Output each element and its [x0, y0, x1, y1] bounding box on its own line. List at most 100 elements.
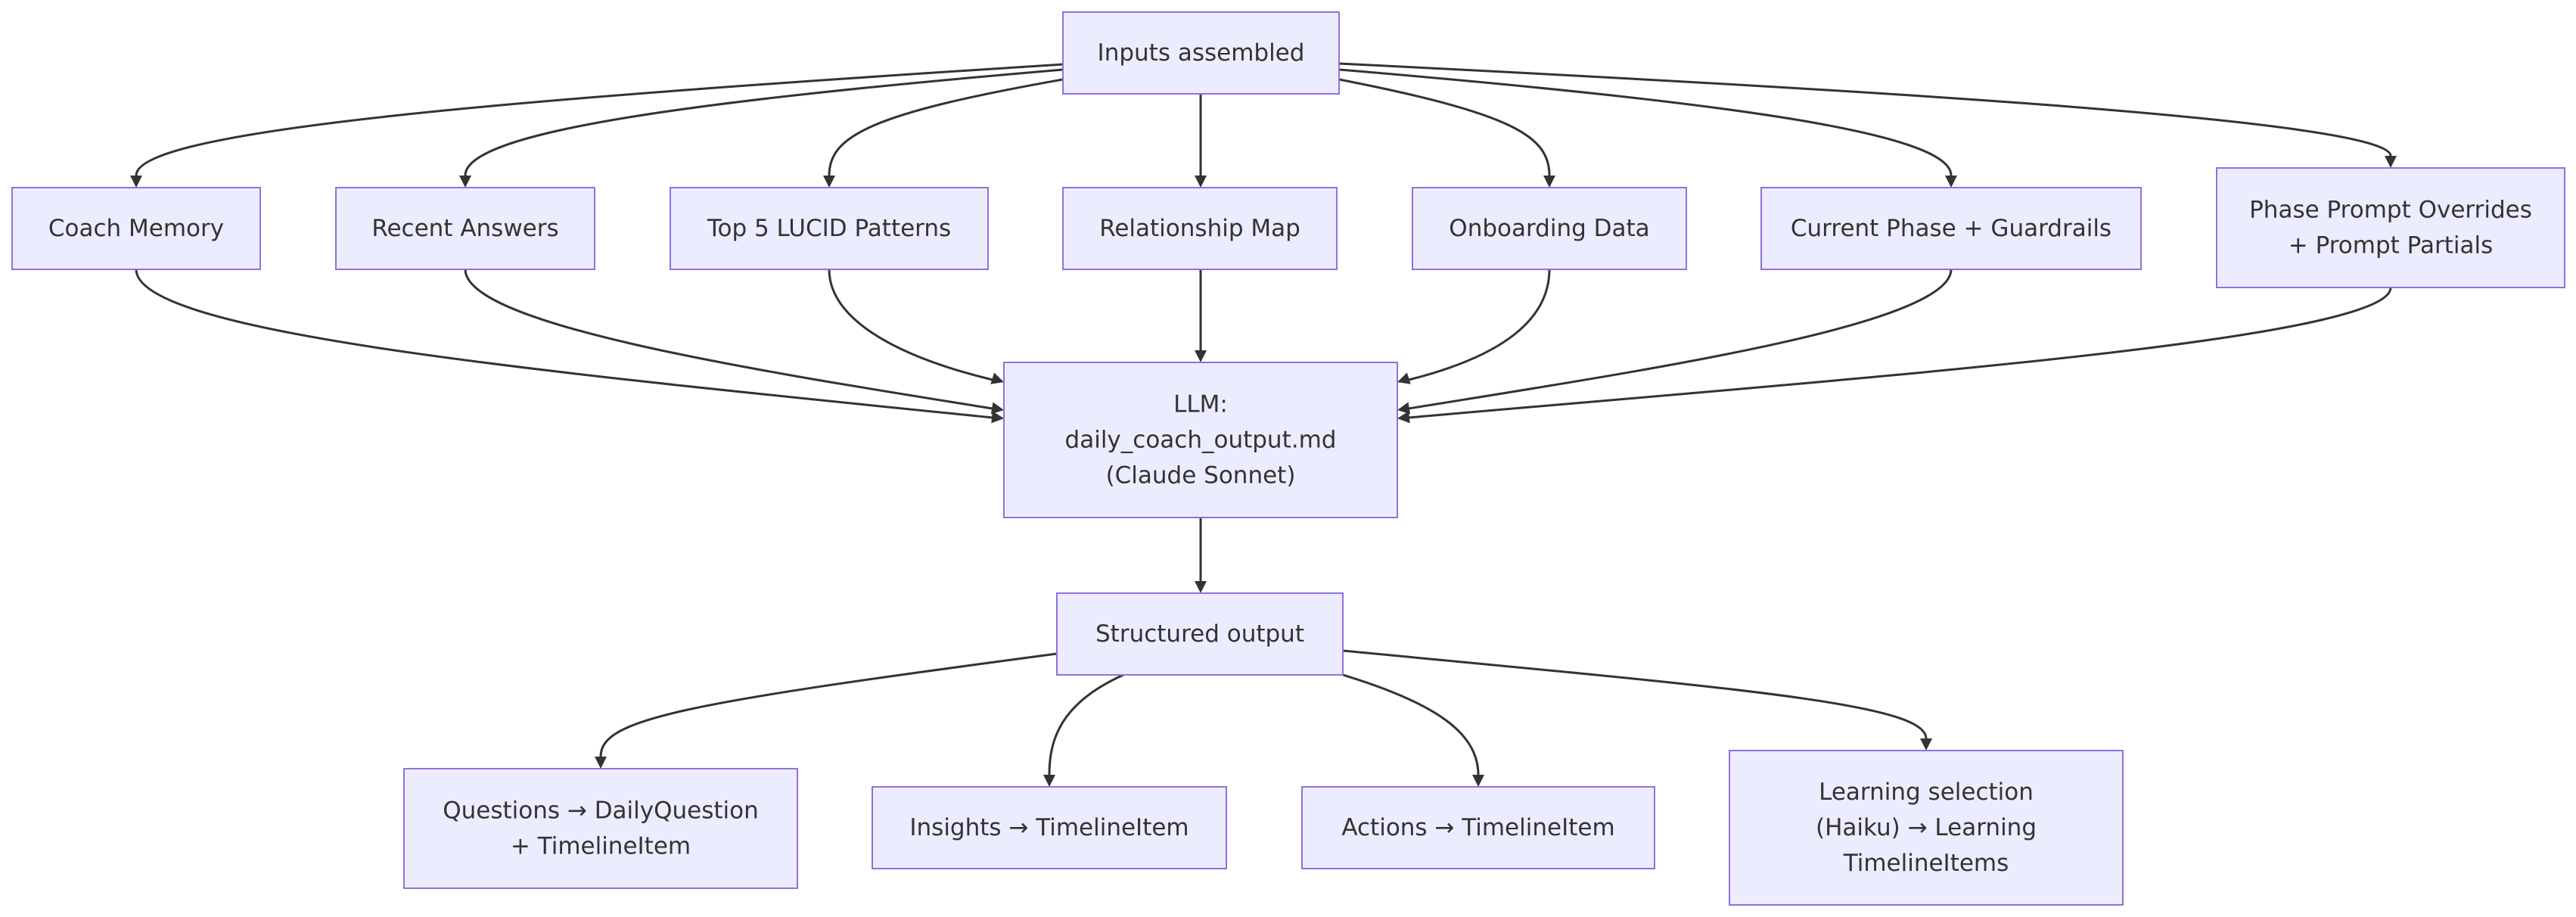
- node-box: [1412, 187, 1687, 270]
- node-label: Coach Memory: [48, 215, 224, 242]
- edge-llm-to-structured: [1195, 518, 1207, 593]
- node-label: TimelineItems: [1843, 850, 2009, 877]
- edge-line: [464, 269, 993, 410]
- edge-lucid-patterns-to-llm: [828, 269, 1004, 384]
- node-label: + Prompt Partials: [2289, 232, 2493, 260]
- node-box: [1056, 592, 1344, 676]
- edge-relationship-map-to-llm: [1195, 269, 1207, 362]
- node-box: [2216, 167, 2565, 288]
- edge-line: [1338, 78, 1551, 176]
- arrowhead-icon: [1543, 176, 1555, 188]
- edge-structured-to-learning: [1342, 649, 1932, 751]
- edge-inputs-to-lucid-patterns: [823, 78, 1064, 188]
- edge-line: [1408, 269, 1953, 410]
- edge-line: [1342, 673, 1480, 776]
- node-insights: Insights → TimelineItem: [872, 786, 1227, 869]
- arrowhead-icon: [1945, 176, 1957, 188]
- node-label: daily_coach_output.md: [1065, 427, 1337, 454]
- arrowhead-icon: [2385, 156, 2397, 168]
- edge-inputs-to-onboarding: [1338, 78, 1555, 188]
- edge-line: [1338, 62, 2392, 157]
- edge-phase-overrides-to-llm: [1397, 287, 2392, 424]
- node-label: Insights → TimelineItem: [909, 814, 1189, 841]
- edge-onboarding-to-llm: [1397, 269, 1551, 384]
- edge-line: [1408, 287, 2392, 419]
- node-inputs: Inputs assembled: [1062, 11, 1340, 95]
- arrowhead-icon: [1397, 402, 1411, 415]
- edge-structured-to-insights: [1043, 673, 1124, 787]
- node-structured: Structured output: [1056, 592, 1344, 676]
- node-phase-overrides: Phase Prompt Overrides + Prompt Partials: [2216, 167, 2565, 288]
- edge-inputs-to-relationship-map: [1195, 94, 1207, 188]
- node-box: [1760, 187, 2142, 270]
- edge-inputs-to-current-phase: [1338, 68, 1957, 188]
- edge-structured-to-questions: [595, 652, 1058, 769]
- edge-line: [1342, 649, 1928, 739]
- edge-line: [828, 78, 1064, 176]
- node-coach-memory: Coach Memory: [11, 187, 261, 270]
- node-label: Recent Answers: [371, 215, 558, 242]
- arrowhead-icon: [1397, 411, 1410, 424]
- node-label: Structured output: [1095, 620, 1304, 648]
- arrowhead-icon: [823, 176, 835, 188]
- node-label: Phase Prompt Overrides: [2249, 197, 2532, 224]
- node-questions: Questions → DailyQuestion + TimelineItem: [403, 768, 798, 889]
- node-label: Questions → DailyQuestion: [443, 797, 759, 825]
- edge-coach-memory-to-llm: [135, 269, 1004, 424]
- arrowhead-icon: [991, 411, 1004, 424]
- node-box: [403, 768, 798, 889]
- node-box: [872, 786, 1227, 869]
- edge-current-phase-to-llm: [1397, 269, 1953, 415]
- edge-line: [828, 269, 993, 381]
- node-learning: Learning selection (Haiku) → LearningTime…: [1729, 750, 2124, 906]
- arrowhead-icon: [1920, 738, 1932, 751]
- node-label: Learning selection: [1819, 779, 2034, 806]
- node-label: Relationship Map: [1099, 215, 1300, 242]
- node-label: Current Phase + Guardrails: [1791, 215, 2111, 242]
- node-label: Inputs assembled: [1098, 39, 1305, 67]
- arrowhead-icon: [1195, 176, 1207, 188]
- node-box: [1003, 362, 1398, 518]
- arrowhead-icon: [1195, 581, 1207, 593]
- arrowhead-icon: [990, 372, 1004, 384]
- node-label: Top 5 LUCID Patterns: [707, 215, 951, 242]
- arrowhead-icon: [990, 402, 1004, 415]
- edge-line: [135, 63, 1064, 176]
- node-label: + TimelineItem: [511, 833, 691, 860]
- node-box: [1729, 750, 2124, 906]
- edges: [130, 62, 2397, 787]
- node-current-phase: Current Phase + Guardrails: [1760, 187, 2142, 270]
- node-label: (Claude Sonnet): [1106, 462, 1296, 490]
- node-onboarding: Onboarding Data: [1412, 187, 1687, 270]
- node-actions: Actions → TimelineItem: [1301, 786, 1655, 869]
- arrowhead-icon: [130, 176, 142, 188]
- node-label: Onboarding Data: [1449, 215, 1649, 242]
- arrowhead-icon: [1043, 775, 1055, 787]
- edge-line: [599, 652, 1058, 757]
- node-box: [11, 187, 261, 270]
- arrowhead-icon: [595, 757, 607, 769]
- node-label: LLM:: [1173, 391, 1228, 418]
- node-box: [1062, 187, 1338, 270]
- node-box: [335, 187, 595, 270]
- node-label: (Haiku) → Learning: [1816, 814, 2037, 841]
- edge-line: [1338, 68, 1953, 176]
- node-box: [1062, 11, 1340, 95]
- node-label: Actions → TimelineItem: [1341, 814, 1614, 841]
- edge-line: [1408, 269, 1551, 381]
- edge-line: [464, 68, 1064, 176]
- node-box: [1301, 786, 1655, 869]
- edge-inputs-to-phase-overrides: [1338, 62, 2397, 168]
- arrowhead-icon: [1472, 775, 1484, 787]
- node-recent-answers: Recent Answers: [335, 187, 595, 270]
- edge-inputs-to-coach-memory: [130, 63, 1064, 188]
- edge-recent-answers-to-llm: [464, 269, 1004, 415]
- node-llm: LLM: daily_coach_output.md (Claude Sonnet): [1003, 362, 1398, 518]
- edge-line: [135, 269, 993, 419]
- node-lucid-patterns: Top 5 LUCID Patterns: [670, 187, 989, 270]
- edge-structured-to-actions: [1342, 673, 1484, 787]
- node-relationship-map: Relationship Map: [1062, 187, 1338, 270]
- edge-line: [1048, 673, 1124, 776]
